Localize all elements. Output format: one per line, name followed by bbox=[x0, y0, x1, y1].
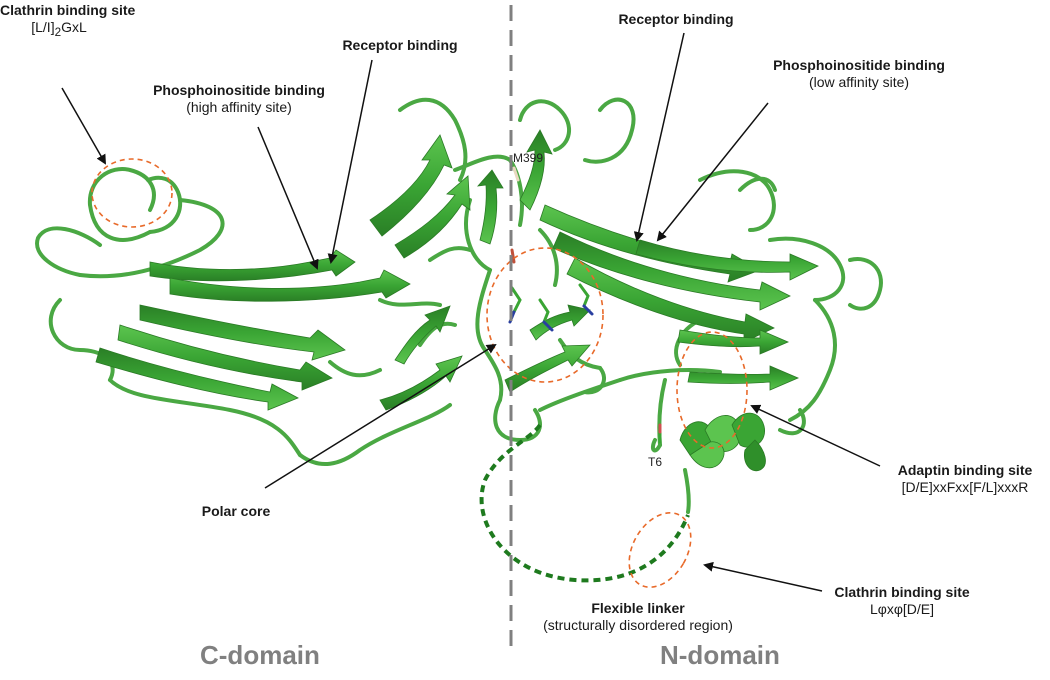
flexible-linker-sub: (structurally disordered region) bbox=[543, 617, 733, 633]
n-domain-strands bbox=[504, 129, 819, 393]
arrow-adaptin bbox=[750, 404, 881, 467]
clathrin-site-right-motif: Lφxφ[D/E] bbox=[869, 601, 935, 617]
receptor-binding-right-title: Receptor binding bbox=[618, 11, 734, 27]
polar-core-label: Polar core bbox=[186, 503, 286, 520]
phospho-high-label: Phosphoinositide binding (high affinity … bbox=[133, 82, 345, 116]
clathrin-site-left-motif: [L/I]2GxL bbox=[31, 19, 87, 39]
phospho-high-title: Phosphoinositide binding bbox=[153, 82, 325, 98]
phospho-low-sub: (low affinity site) bbox=[808, 74, 910, 90]
receptor-binding-left-label: Receptor binding bbox=[330, 37, 470, 54]
arrow-clathrin-right bbox=[703, 561, 823, 592]
n-domain-label: N-domain bbox=[660, 640, 780, 670]
adaptin-site-title: Adaptin binding site bbox=[897, 462, 1033, 478]
adaptin-site-label: Adaptin binding site [D/E]xxFxx[F/L]xxxR bbox=[880, 462, 1050, 496]
phospho-low-label: Phosphoinositide binding (low affinity s… bbox=[752, 57, 966, 91]
flexible-linker-label: Flexible linker (structurally disordered… bbox=[528, 600, 748, 634]
flexible-linker-path bbox=[479, 423, 690, 583]
c-domain-coil bbox=[35, 97, 542, 467]
residue-m399-label: M399 bbox=[513, 151, 544, 165]
phospho-low-title: Phosphoinositide binding bbox=[773, 57, 945, 73]
adaptin-site-circle bbox=[676, 331, 748, 449]
flexible-linker-title: Flexible linker bbox=[591, 600, 685, 616]
clathrin-site-right-title: Clathrin binding site bbox=[834, 584, 970, 600]
clathrin-site-left-label: Clathrin binding site [L/I]2GxL bbox=[0, 2, 136, 41]
phospho-high-sub: (high affinity site) bbox=[186, 99, 292, 115]
c-domain-label: C-domain bbox=[200, 640, 320, 670]
arrow-receptor-right bbox=[633, 32, 685, 242]
polar-core-sidechains bbox=[508, 166, 594, 332]
c-domain-strands bbox=[95, 134, 504, 411]
residue-t6-label: T6 bbox=[648, 455, 663, 469]
arrow-receptor-left bbox=[327, 59, 373, 264]
receptor-binding-right-label: Receptor binding bbox=[606, 11, 746, 28]
arrow-clathrin-left bbox=[61, 87, 106, 165]
clathrin-site-circle-left bbox=[91, 158, 173, 228]
receptor-binding-left-title: Receptor binding bbox=[342, 37, 458, 53]
adaptin-site-motif: [D/E]xxFxx[F/L]xxxR bbox=[901, 479, 1029, 495]
arrow-phospho-low bbox=[656, 102, 769, 242]
polar-core-title: Polar core bbox=[201, 503, 271, 519]
annotation-arrows bbox=[61, 32, 881, 592]
clathrin-site-left-title: Clathrin binding site bbox=[0, 2, 136, 18]
arrow-phospho-high bbox=[257, 126, 319, 270]
clathrin-site-circle-right bbox=[628, 512, 692, 588]
arrow-polar-core bbox=[264, 343, 497, 489]
site-circles bbox=[91, 158, 748, 588]
clathrin-site-right-label: Clathrin binding site Lφxφ[D/E] bbox=[812, 584, 992, 618]
n-domain-helix bbox=[679, 412, 766, 472]
polar-core-circle bbox=[486, 247, 604, 383]
n-domain-coil bbox=[508, 97, 883, 514]
